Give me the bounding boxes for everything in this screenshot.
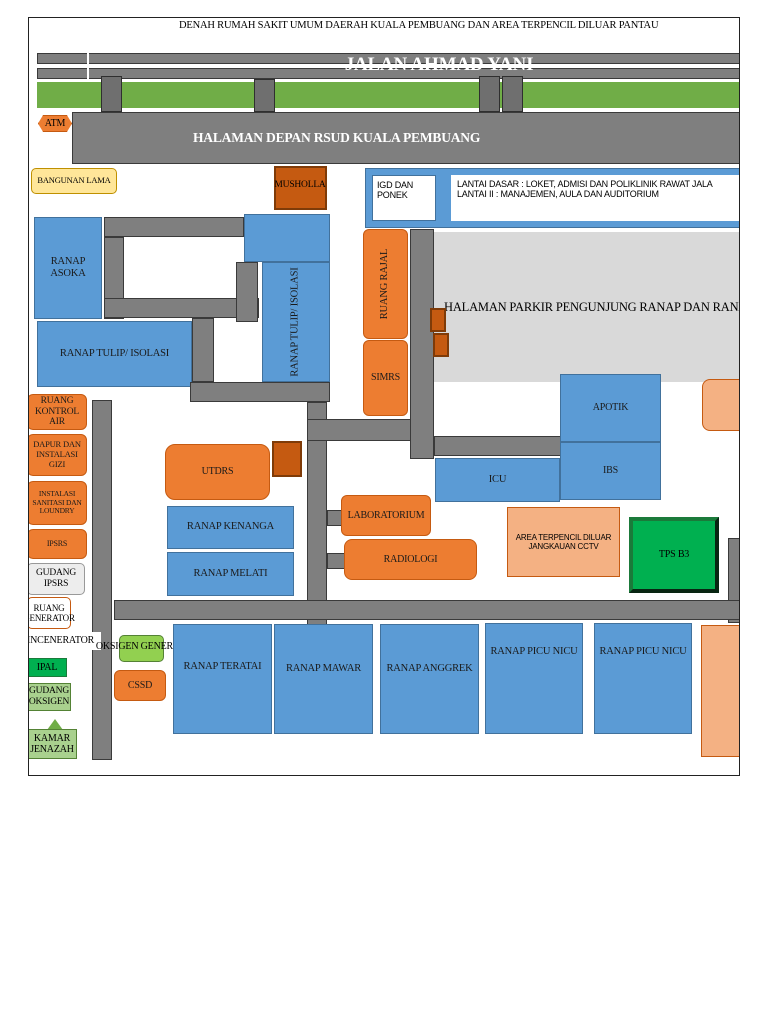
- small-annex-2: [433, 333, 449, 357]
- street-lane-bottom: [37, 68, 739, 79]
- right-building-peach: [702, 379, 739, 431]
- utdrs[interactable]: UTDRS: [165, 444, 270, 500]
- ruang-rajal[interactable]: RUANG RAJAL: [363, 229, 408, 339]
- gate-2: [254, 79, 275, 112]
- musholla-building[interactable]: [274, 166, 327, 210]
- ranap-tulip-vertical-top[interactable]: [244, 214, 330, 262]
- hospital-site-map: DENAH RUMAH SAKIT UMUM DAERAH KUALA PEMB…: [28, 17, 740, 776]
- ranap-melati[interactable]: RANAP MELATI: [167, 552, 294, 596]
- street-name: JALAN AHMAD YANI: [344, 54, 534, 76]
- ibs[interactable]: IBS: [560, 442, 661, 500]
- instalasi-sanitasi[interactable]: INSTALASI SANITASI DAN LOUNDRY: [29, 481, 87, 525]
- corridor-central-vertical: [410, 229, 434, 459]
- simrs[interactable]: SIMRS: [363, 340, 408, 416]
- corridor-service-vertical: [92, 400, 112, 760]
- gudang-ipsrs[interactable]: GUDANG IPSRS: [29, 563, 85, 595]
- ranap-picu-nicu-2[interactable]: RANAP PICU NICU: [594, 623, 692, 734]
- icu[interactable]: ICU: [435, 458, 560, 502]
- ranap-teratai[interactable]: RANAP TERATAI: [173, 624, 272, 734]
- corridor-tulip-bottom: [190, 382, 330, 402]
- gate-3: [479, 76, 500, 112]
- incenerator[interactable]: INCENERATOR: [29, 632, 101, 650]
- laboratorium[interactable]: LABORATORIUM: [341, 495, 431, 536]
- visitor-parking: HALAMAN PARKIR PENGUNJUNG RANAP DAN RANA…: [434, 232, 739, 382]
- front-yard: HALAMAN DEPAN RSUD KUALA PEMBUANG: [72, 112, 739, 164]
- ranap-picu-nicu-1[interactable]: RANAP PICU NICU: [485, 623, 583, 734]
- ranap-tulip-vertical[interactable]: RANAP TULIP/ ISOLASI: [262, 262, 330, 382]
- ranap-tulip-horizontal[interactable]: RANAP TULIP/ ISOLASI: [37, 321, 192, 387]
- corridor-right-edge: [728, 538, 739, 623]
- tps-b3[interactable]: TPS B3: [629, 517, 719, 593]
- musholla-label: MUSHOLLA: [274, 179, 326, 190]
- oksigen-generator-label: OKSIGEN GENERATOR: [95, 641, 199, 653]
- ruang-generator[interactable]: RUANG GENERATOR: [29, 597, 75, 629]
- main-building-info: LANTAI DASAR : LOKET, ADMISI DAN POLIKLI…: [451, 175, 739, 221]
- atm[interactable]: ATM: [38, 115, 72, 132]
- old-building[interactable]: BANGUNAN LAMA: [31, 168, 117, 194]
- corridor-tulip: [192, 318, 214, 382]
- ipsrs[interactable]: IPSRS: [29, 529, 87, 559]
- ranap-kenanga[interactable]: RANAP KENANGA: [167, 506, 294, 549]
- map-title: DENAH RUMAH SAKIT UMUM DAERAH KUALA PEMB…: [179, 19, 659, 31]
- ranap-anggrek[interactable]: RANAP ANGGREK: [380, 624, 479, 734]
- remote-area-peach-bottom: [701, 625, 739, 757]
- floor-two-text: LANTAI II : MANAJEMEN, AULA DAN AUDITORI…: [457, 189, 659, 200]
- corridor-icu: [434, 436, 561, 456]
- kamar-jenazah[interactable]: KAMAR JENAZAH: [29, 729, 77, 759]
- igd-ponek[interactable]: IGD DAN PONEK: [372, 175, 436, 221]
- apotik[interactable]: APOTIK: [560, 374, 661, 442]
- corridor-asoka-mid: [236, 262, 258, 322]
- gudang-oksigen[interactable]: GUDANG OKSIGEN: [29, 683, 71, 711]
- corridor-asoka-bottom: [104, 298, 259, 318]
- gate-1: [101, 76, 122, 112]
- dapur-gizi[interactable]: DAPUR DAN INSTALASI GIZI: [29, 434, 87, 476]
- oksigen-generator[interactable]: [119, 635, 164, 662]
- corridor-bottom-main: [114, 600, 739, 620]
- up-arrow-icon: [47, 719, 63, 730]
- ranap-asoka[interactable]: RANAP ASOKA: [34, 217, 102, 319]
- gate-4: [502, 76, 523, 112]
- corridor-asoka-top: [104, 217, 244, 237]
- corridor-cross: [307, 419, 411, 441]
- grass-strip: [37, 82, 739, 108]
- street-lane-top: [37, 53, 739, 64]
- ruang-kontrol-air[interactable]: RUANG KONTROL AIR: [29, 394, 87, 430]
- ruang-rajal-label: RUANG RAJAL: [379, 248, 391, 320]
- ipal[interactable]: IPAL: [29, 658, 67, 677]
- radiologi[interactable]: RADIOLOGI: [344, 539, 477, 580]
- ranap-tulip-vertical-label: RANAP TULIP/ ISOLASI: [289, 267, 301, 377]
- floor-ground-text: LANTAI DASAR : LOKET, ADMISI DAN POLIKLI…: [457, 179, 713, 189]
- utdrs-annex: [272, 441, 302, 477]
- small-annex-1: [430, 308, 446, 332]
- area-terpencil[interactable]: AREA TERPENCIL DILUAR JANGKAUAN CCTV: [507, 507, 620, 577]
- street-divider: [87, 51, 89, 81]
- cssd[interactable]: CSSD: [114, 670, 166, 701]
- ranap-mawar[interactable]: RANAP MAWAR: [274, 624, 373, 734]
- radiologi-connector: [327, 553, 345, 569]
